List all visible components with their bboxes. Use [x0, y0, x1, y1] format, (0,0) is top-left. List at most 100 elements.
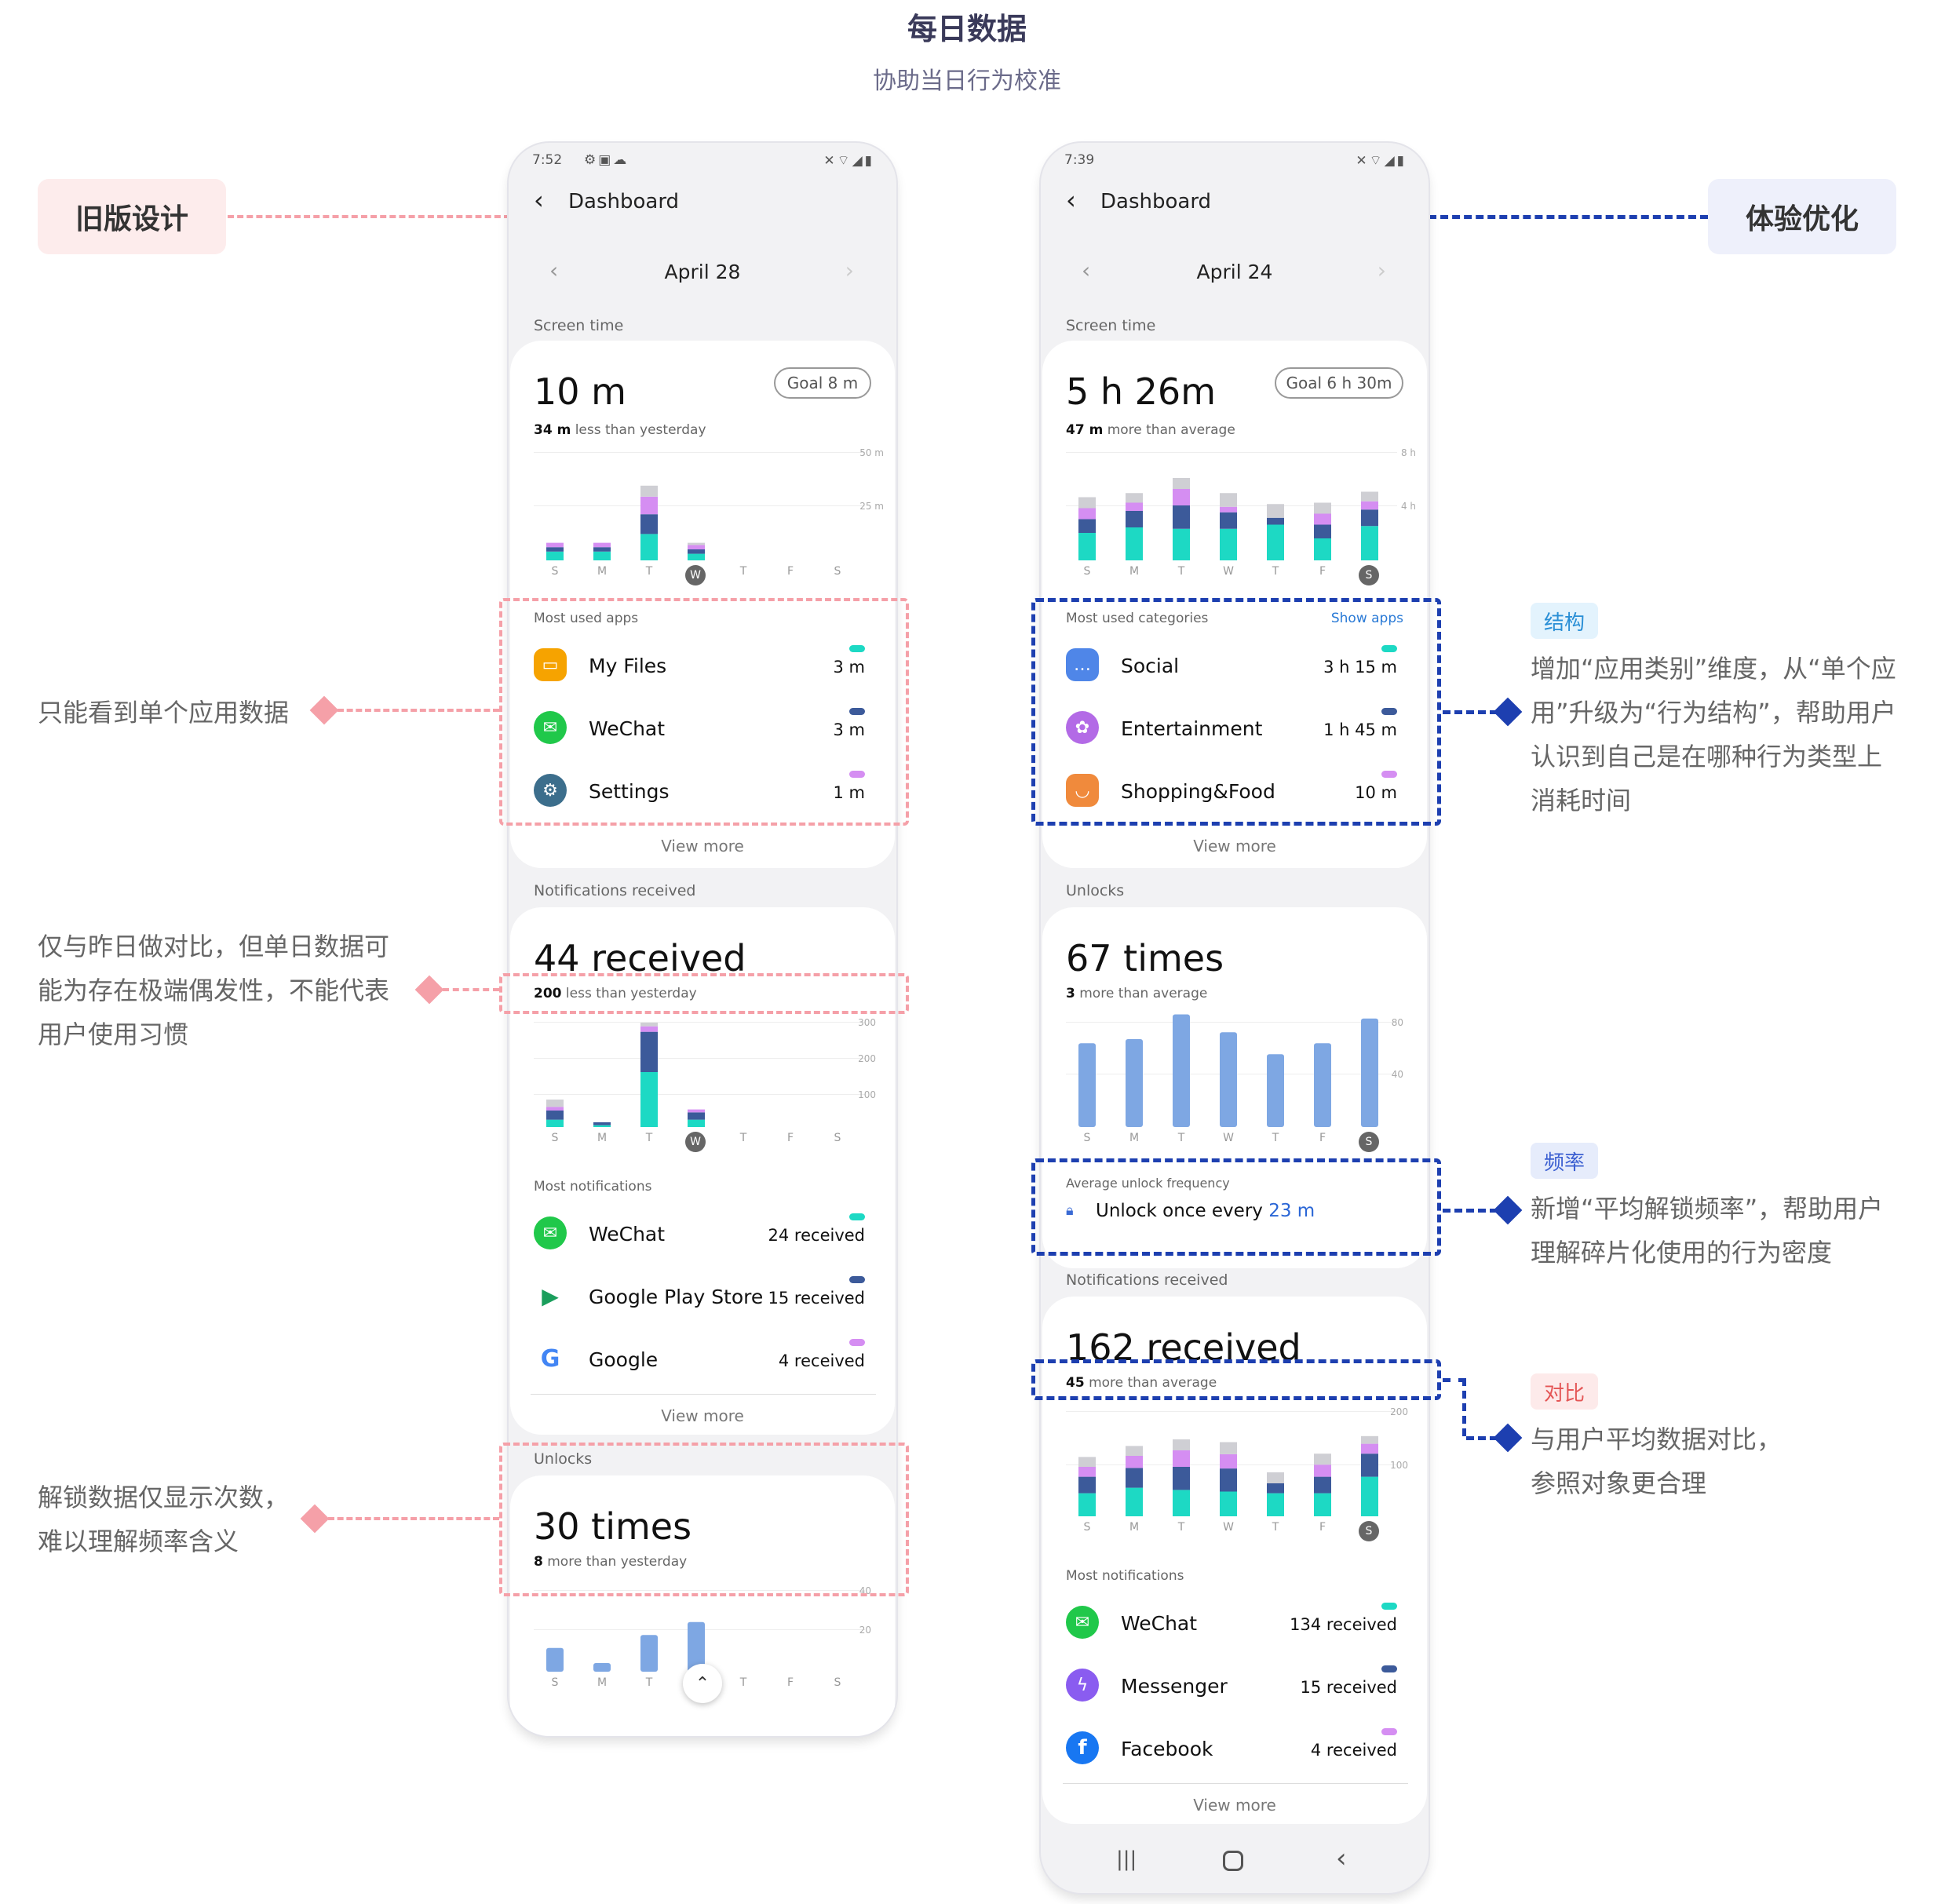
list-item[interactable]: ◡ Shopping&Food 10 m	[1066, 768, 1405, 815]
day-label[interactable]: S	[1083, 1132, 1091, 1144]
bar-segment	[593, 542, 611, 548]
prev-date-icon[interactable]: ‹	[549, 257, 559, 283]
recent-apps-icon[interactable]: |||	[1116, 1847, 1137, 1871]
prev-date-icon[interactable]: ‹	[1082, 257, 1091, 283]
day-label[interactable]: S	[1083, 1521, 1091, 1534]
day-label[interactable]: F	[1319, 1521, 1326, 1534]
bar-segment	[1267, 524, 1284, 560]
color-pill	[1381, 1603, 1397, 1610]
app-name: Settings	[589, 780, 670, 803]
goal-button[interactable]: Goal 6 h 30m	[1275, 367, 1403, 399]
day-label[interactable]: T	[1177, 1132, 1185, 1144]
list-item[interactable]: ⚙ Settings 1 m	[534, 768, 873, 815]
list-item[interactable]: ✉ WeChat 3 m	[534, 705, 873, 752]
section-notifications: Notifications received	[534, 882, 696, 899]
bar-segment	[1220, 1491, 1237, 1516]
bar-segment	[1267, 1483, 1284, 1494]
day-label[interactable]: S	[551, 565, 559, 578]
list-item[interactable]: ▭ My Files 3 m	[534, 642, 873, 689]
day-label[interactable]: M	[1129, 1521, 1140, 1534]
app-name: WeChat	[589, 1223, 666, 1246]
day-label[interactable]: F	[786, 565, 794, 578]
bar-segment	[1220, 1468, 1237, 1492]
list-item[interactable]: ϟ Messenger 15 received	[1066, 1662, 1405, 1709]
notif-count: 4 received	[1310, 1741, 1397, 1760]
view-more-button[interactable]: View more	[661, 1406, 744, 1425]
back-arrow-icon[interactable]: ‹	[1066, 185, 1076, 215]
bar-segment	[1314, 1464, 1331, 1477]
day-label[interactable]: W	[685, 1132, 706, 1152]
day-label[interactable]: T	[645, 1676, 653, 1689]
note-structure: 增加“应用类别”维度，从“单个应 用”升级为“行为结构”，帮助用户 认识到自己是…	[1531, 654, 1896, 815]
view-more-button[interactable]: View more	[661, 837, 744, 855]
back-nav-icon[interactable]: ‹	[1336, 1843, 1347, 1874]
note-compare-yesterday: 仅与昨日做对比，但单日数据可 能为存在极端偶发性，不能代表 用户使用习惯	[38, 932, 390, 1049]
bar-segment	[1314, 538, 1331, 560]
day-label[interactable]: S	[1359, 1132, 1379, 1152]
day-label[interactable]: S	[1359, 1521, 1379, 1541]
day-label[interactable]: T	[739, 1132, 747, 1144]
back-arrow-icon[interactable]: ‹	[534, 185, 544, 215]
list-item[interactable]: f Facebook 4 received	[1066, 1725, 1405, 1772]
day-label[interactable]: T	[645, 565, 653, 578]
show-apps-link[interactable]: Show apps	[1330, 611, 1403, 626]
day-label[interactable]: T	[1272, 565, 1279, 578]
bar-segment	[1361, 491, 1378, 502]
day-label[interactable]: W	[685, 565, 706, 585]
day-label[interactable]: S	[1083, 565, 1091, 578]
bar-segment	[1126, 1456, 1143, 1468]
color-pill	[849, 1339, 865, 1346]
day-label[interactable]: S	[551, 1132, 559, 1144]
day-label[interactable]: M	[1129, 1132, 1140, 1144]
next-date-icon[interactable]: ›	[1377, 257, 1386, 283]
note-compare: 与用户平均数据对比， 参照对象更合理	[1531, 1424, 1783, 1498]
grid-line	[1066, 1411, 1397, 1412]
day-label[interactable]: T	[1177, 1521, 1185, 1534]
day-label[interactable]: M	[597, 1132, 608, 1144]
day-label[interactable]: S	[834, 565, 841, 578]
view-more-button[interactable]: View more	[1193, 1796, 1276, 1815]
screen-time-card: 10 m 34 m less than yesterday Goal 8 m 5…	[510, 341, 895, 868]
list-item[interactable]: ✿ Entertainment 1 h 45 m	[1066, 705, 1405, 752]
scroll-to-top-icon[interactable]: ⌃	[683, 1664, 722, 1703]
day-label[interactable]: F	[1319, 1132, 1326, 1144]
list-item[interactable]: G Google 4 received	[534, 1336, 873, 1383]
category-time: 3 h 15 m	[1323, 658, 1397, 677]
next-date-icon[interactable]: ›	[845, 257, 854, 283]
list-item[interactable]: ▶ Google Play Store 15 received	[534, 1273, 873, 1320]
category-time: 10 m	[1355, 783, 1397, 802]
day-label[interactable]: F	[786, 1676, 794, 1689]
list-item[interactable]: ✉ WeChat 134 received	[1066, 1599, 1405, 1647]
day-label[interactable]: S	[834, 1676, 841, 1689]
day-label[interactable]: S	[834, 1132, 841, 1144]
bar-segment	[1078, 1457, 1096, 1467]
grid-line	[1066, 452, 1397, 453]
day-label[interactable]: M	[597, 565, 608, 578]
day-label[interactable]: F	[786, 1132, 794, 1144]
goal-button[interactable]: Goal 8 m	[774, 367, 871, 399]
grid-line	[534, 1058, 865, 1059]
day-label[interactable]: T	[739, 565, 747, 578]
day-label[interactable]: T	[1272, 1521, 1279, 1534]
nav-title: Dashboard	[568, 190, 680, 213]
day-label[interactable]: W	[1223, 1132, 1234, 1144]
day-label[interactable]: W	[1223, 1521, 1234, 1534]
day-label[interactable]: W	[1223, 565, 1234, 578]
day-label[interactable]: T	[645, 1132, 653, 1144]
day-label[interactable]: T	[739, 1676, 747, 1689]
view-more-button[interactable]: View more	[1193, 837, 1276, 855]
day-label[interactable]: F	[1319, 565, 1326, 578]
note-connector	[443, 988, 499, 991]
home-icon[interactable]	[1223, 1851, 1243, 1871]
list-item[interactable]: ✉ WeChat 24 received	[534, 1210, 873, 1257]
day-label[interactable]: T	[1272, 1132, 1279, 1144]
day-label[interactable]: S	[1359, 565, 1379, 585]
day-label[interactable]: S	[551, 1676, 559, 1689]
list-item[interactable]: … Social 3 h 15 m	[1066, 642, 1405, 689]
app-name: Facebook	[1121, 1738, 1213, 1760]
day-label[interactable]: M	[1129, 565, 1140, 578]
day-label[interactable]: M	[597, 1676, 608, 1689]
day-label[interactable]: T	[1177, 565, 1185, 578]
